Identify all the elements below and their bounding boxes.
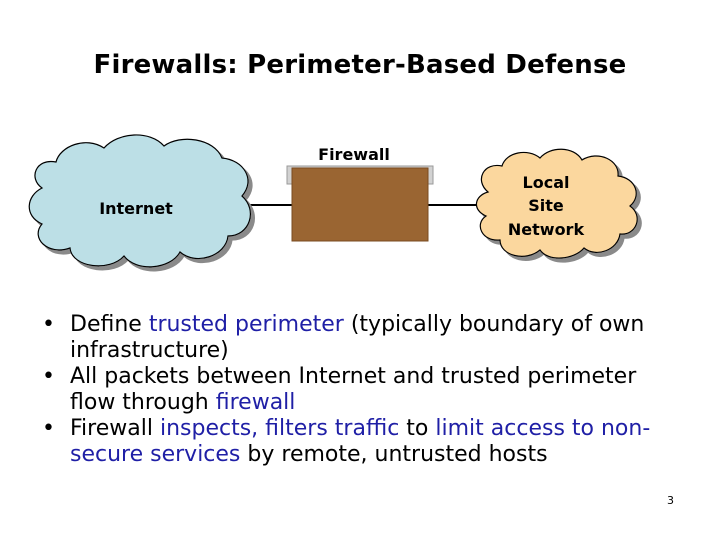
firewall-label: Firewall	[318, 145, 390, 164]
bullet-text-part: All packets between Internet and trusted…	[70, 364, 637, 415]
network-diagram: Internet Firewall Local Site Network	[28, 134, 638, 268]
bullet-text-part: Define	[70, 312, 149, 337]
bullet-item: • Firewall inspects, filters traffic to …	[42, 416, 682, 468]
bullet-dot: •	[42, 312, 55, 337]
internet-label: Internet	[99, 199, 173, 218]
bullet-list: • Define trusted perimeter (typically bo…	[42, 312, 682, 468]
internet-cloud	[28, 134, 251, 268]
bullet-highlight-inspects-filters: inspects, filters traffic	[159, 416, 400, 441]
bullet-text: Define trusted perimeter (typically boun…	[70, 312, 644, 363]
bullet-highlight-limit-access: limit access to non-secure services	[70, 416, 651, 467]
bullet-dot: •	[42, 364, 55, 389]
bullet-text-part: Firewall	[70, 416, 160, 441]
bullet-highlight-firewall: firewall	[215, 390, 296, 415]
local-network-label-line-3: Network	[508, 220, 585, 239]
bullet-item: • All packets between Internet and trust…	[42, 364, 682, 416]
slide-title: Firewalls: Perimeter-Based Defense	[93, 50, 627, 80]
local-network-cloud	[475, 148, 638, 259]
page-number: 3	[667, 494, 674, 507]
bullet-text: All packets between Internet and trusted…	[70, 364, 636, 415]
local-network-label-line-2: Site	[528, 196, 564, 215]
local-network-label-line-1: Local	[523, 173, 570, 192]
bullet-highlight-trusted-perimeter: trusted perimeter	[148, 312, 344, 337]
firewall-body	[291, 167, 429, 242]
bullet-dot: •	[42, 416, 55, 441]
bullet-text-part: to	[399, 416, 436, 441]
bullet-text-part: by remote, untrusted hosts	[240, 442, 548, 467]
bullet-text-part: (typically boundary of own infrastructur…	[70, 312, 645, 363]
local-network-cloud-shape	[475, 148, 638, 259]
internet-cloud-shape	[28, 134, 251, 268]
bullet-item: • Define trusted perimeter (typically bo…	[42, 312, 682, 364]
bullet-text: Firewall inspects, filters traffic to li…	[70, 416, 650, 467]
firewall-box	[286, 165, 434, 242]
